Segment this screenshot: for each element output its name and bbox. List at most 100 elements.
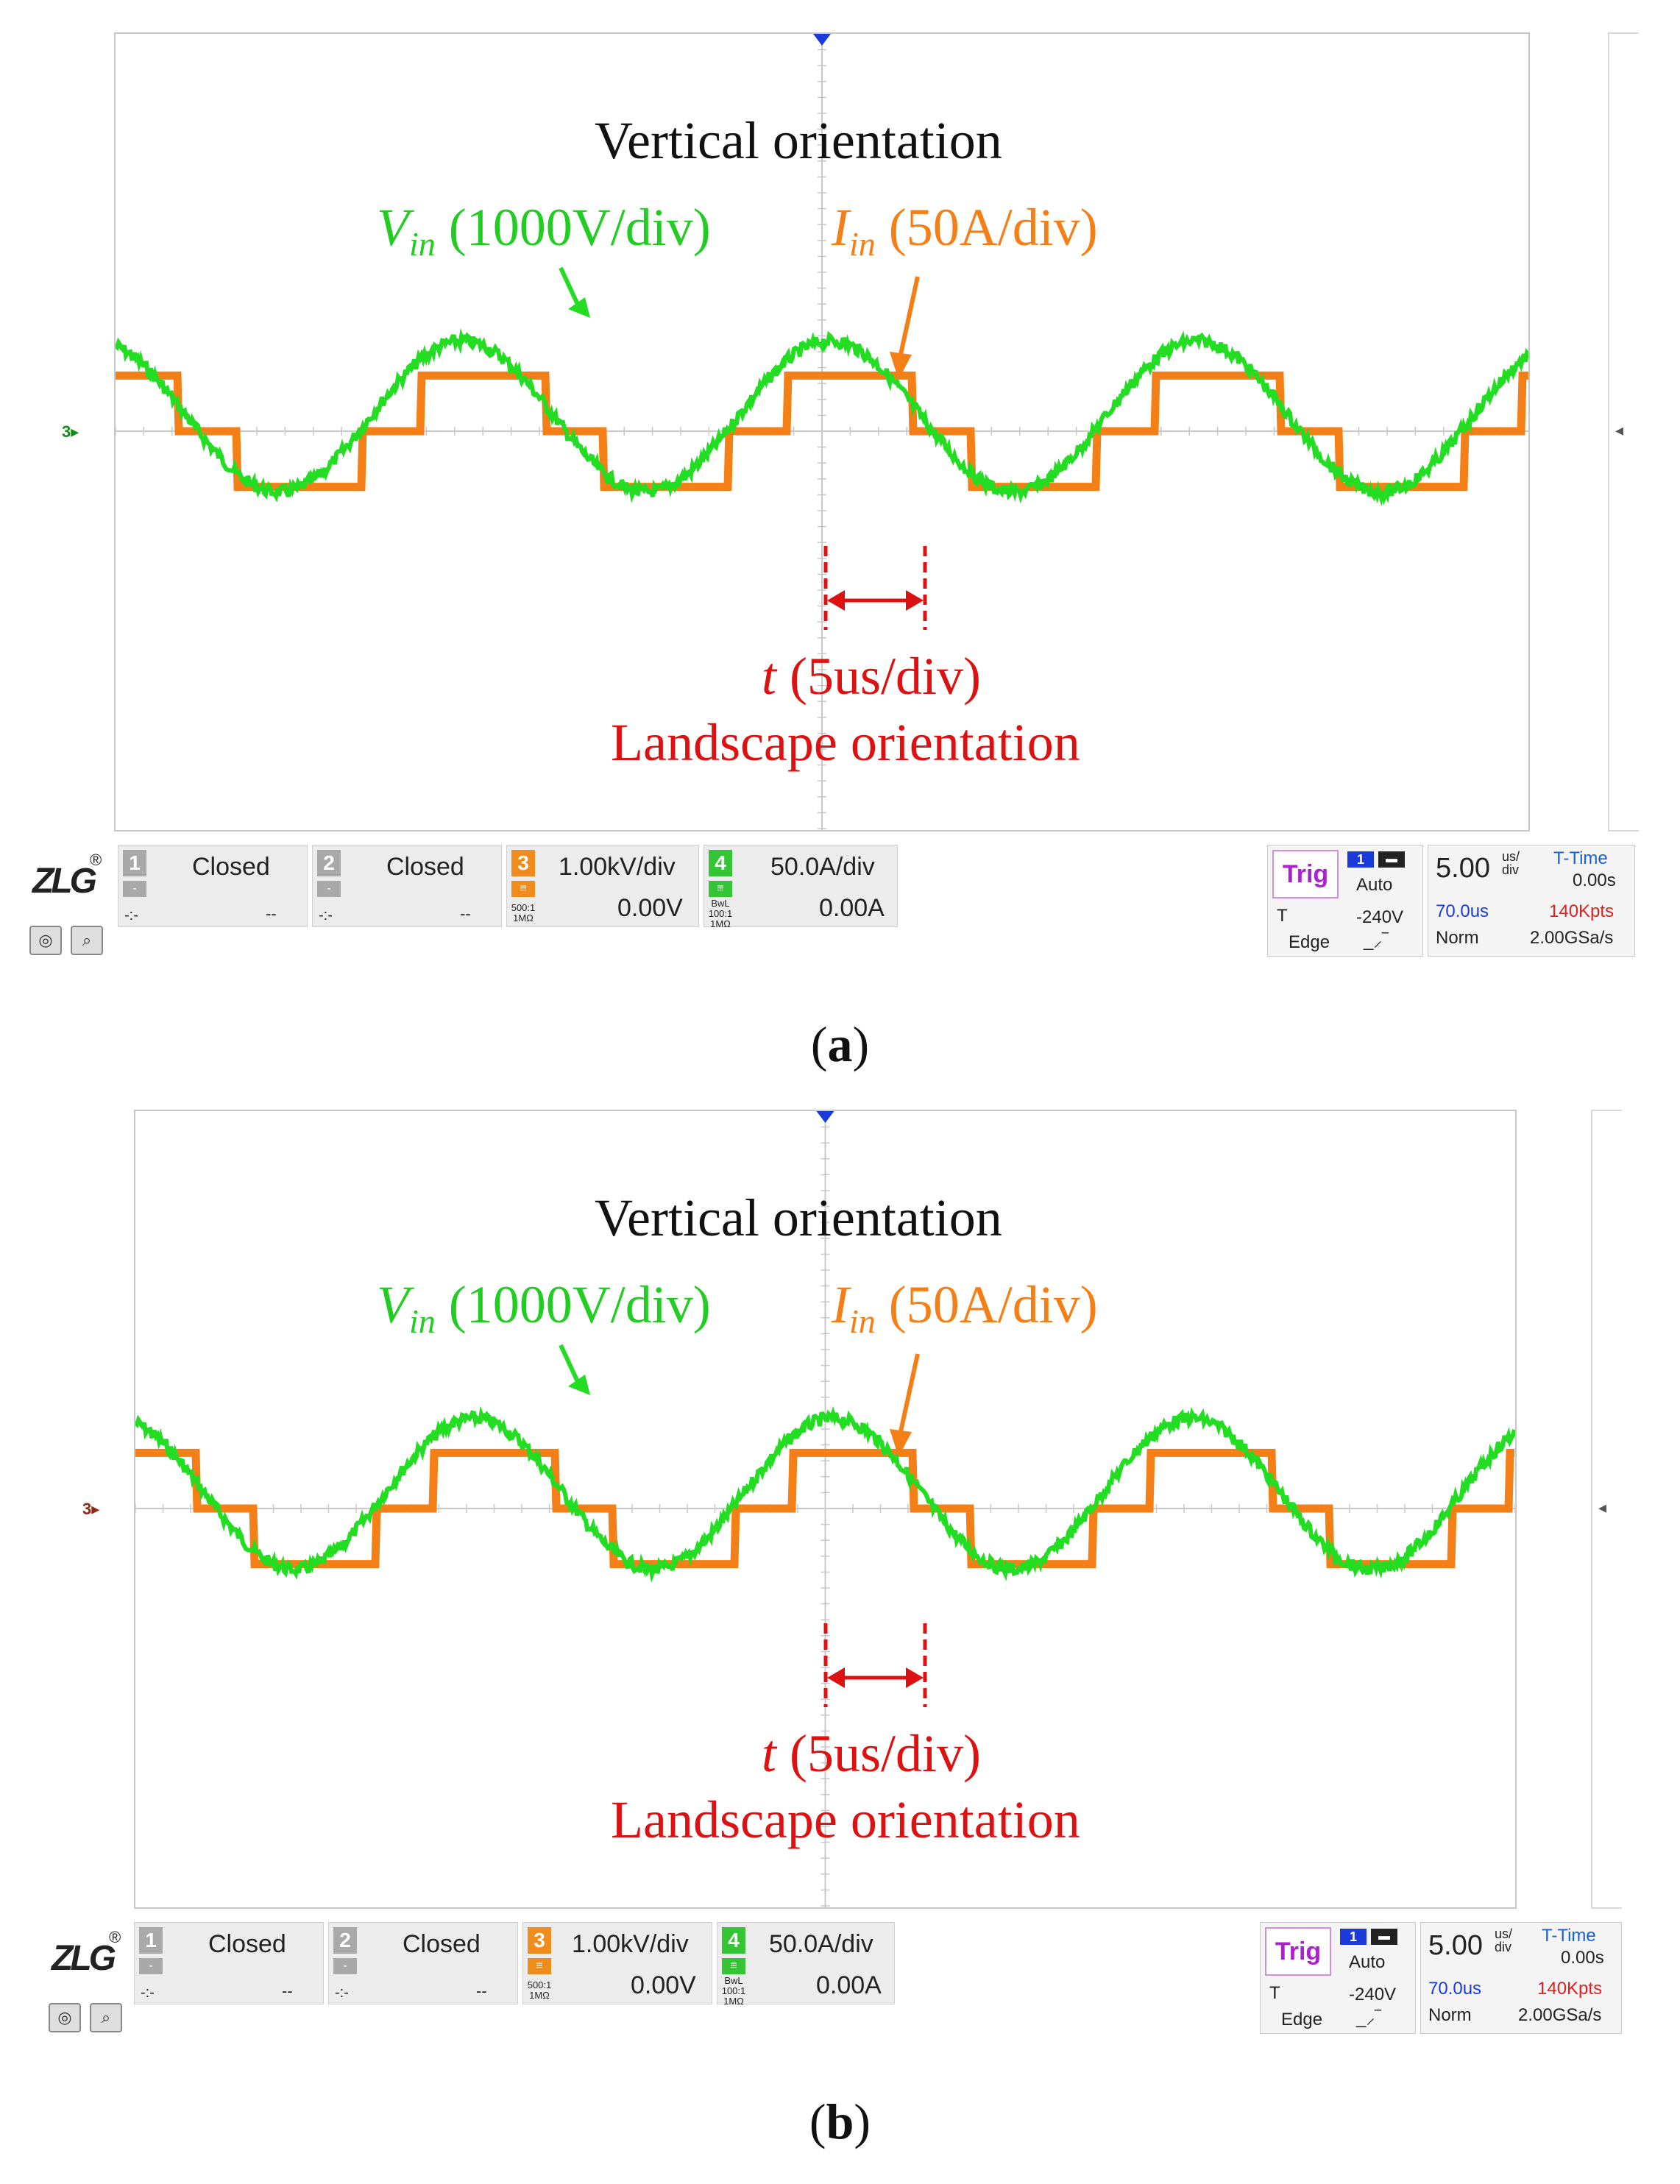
iin-arrow [898, 1353, 920, 1436]
channel-4-offset: 0.00A [819, 894, 885, 922]
current-trace [135, 1448, 1514, 1569]
voltage-trace [116, 328, 1528, 507]
time-arrow-right-head [906, 1667, 924, 1688]
channel-2-minus: - [333, 1958, 357, 1974]
channel-4-scale: 50.0A/div [770, 853, 875, 881]
cursor-tool-icon[interactable]: ⌕ [90, 2003, 122, 2032]
scope-screen[interactable] [134, 1110, 1517, 1909]
trigger-coupling-icon: ▬ [1378, 851, 1405, 868]
vin-label: Vin (1000V/div) [377, 1275, 711, 1340]
vin-label: Vin (1000V/div) [377, 198, 711, 263]
iin-label: Iin (50A/div) [832, 1275, 1098, 1340]
cursor-tool-icon[interactable]: ⌕ [71, 926, 103, 955]
trigger-position-icon [816, 1111, 834, 1123]
time-label: t (5us/div) [762, 647, 981, 706]
channel-3-offset: 0.00V [617, 894, 683, 922]
channel-2-panel[interactable]: 2 - Closed -- -:- [328, 1922, 518, 2004]
sample-rate: 2.00GSa/s [1530, 928, 1614, 948]
iin-arrow-head [890, 352, 912, 380]
channel-3-badge: 3 [511, 850, 535, 876]
channel-1-extra: -:- [141, 1985, 155, 2001]
channel-2-state: Closed [386, 853, 464, 881]
vin-arrow [559, 266, 581, 309]
ttime-label: T-Time [1553, 848, 1608, 868]
channel-4-offset: 0.00A [816, 1971, 882, 1999]
iin-label: Iin (50A/div) [832, 198, 1098, 263]
side-panel [1591, 1110, 1622, 1909]
channel-3-scale: 1.00kV/div [559, 853, 676, 881]
channel-1-state: Closed [192, 853, 270, 881]
channel-2-panel[interactable]: 2 - Closed -- -:- [312, 845, 502, 927]
acq-mode: Norm [1436, 928, 1479, 948]
vin-arrow [559, 1344, 581, 1386]
channel-1-minus: - [139, 1958, 163, 1974]
channel-2-badge: 2 [333, 1927, 357, 1954]
current-trace [116, 371, 1528, 492]
channel-2-extra: -:- [319, 907, 333, 923]
channel-4-badge: 4 [722, 1927, 745, 1954]
trigger-panel[interactable]: Trig 1 ▬ Auto T -240V Edge _⸝‾ [1267, 845, 1423, 957]
timebase-value: 5.00 [1428, 1930, 1483, 1961]
channel-4-badge: 4 [709, 850, 732, 876]
ttime-value: 0.00s [1573, 871, 1616, 890]
time-arrow-left-head [827, 590, 845, 611]
timebase-panel[interactable]: 5.00 us/div T-Time 0.00s 70.0us 140Kpts … [1420, 1922, 1622, 2034]
side-arrow-icon[interactable]: ◂ [1615, 421, 1624, 439]
time-arrow-left-head [827, 1667, 845, 1688]
trigger-source-badge: 1 [1340, 1929, 1367, 1945]
channel-2-badge: 2 [317, 850, 341, 876]
delay-value: 70.0us [1436, 901, 1489, 921]
memory-depth: 140Kpts [1537, 1979, 1603, 1999]
side-panel [1608, 32, 1639, 832]
channel-1-value: -- [282, 1982, 293, 2000]
channel-marker[interactable]: 3▸ [62, 422, 79, 441]
trigger-panel[interactable]: Trig 1 ▬ Auto T -240V Edge _⸝‾ [1260, 1922, 1416, 2034]
timebase-unit: us/div [1495, 1926, 1513, 1954]
trigger-level: -240V [1356, 907, 1404, 927]
timebase-panel[interactable]: 5.00 us/div T-Time 0.00s 70.0us 140Kpts … [1428, 845, 1635, 957]
trigger-mode: Auto [1356, 875, 1393, 895]
iin-arrow-head [890, 1429, 912, 1457]
zoom-icon[interactable]: ◎ [49, 2003, 81, 2032]
trigger-type: T [1269, 1983, 1280, 2003]
channel-3-scale: 1.00kV/div [572, 1930, 689, 1958]
channel-2-state: Closed [403, 1930, 481, 1958]
zoom-icon[interactable]: ◎ [29, 926, 62, 955]
channel-1-badge: 1 [123, 850, 146, 876]
trigger-label: Trig [1272, 850, 1339, 898]
channel-4-coupling: ≡ [709, 881, 732, 897]
channel-4-scale: 50.0A/div [769, 1930, 873, 1958]
acq-mode: Norm [1428, 2005, 1472, 2025]
trigger-coupling-icon: ▬ [1371, 1929, 1397, 1945]
trigger-edge: Edge [1281, 2010, 1323, 2029]
channel-3-badge: 3 [528, 1927, 551, 1954]
channel-1-panel[interactable]: 1 - Closed -- -:- [118, 845, 308, 927]
channel-3-offset: 0.00V [631, 1971, 696, 1999]
side-arrow-icon[interactable]: ◂ [1598, 1498, 1607, 1517]
time-arrow-right-head [906, 590, 924, 611]
panel-a: ◂ 3▸ Vertical orientation Vin (1000V/div… [0, 0, 1680, 1074]
scope-screen[interactable] [114, 32, 1530, 832]
channel-3-coupling: ≡ [528, 1958, 551, 1974]
channel-1-panel[interactable]: 1 - Closed -- -:- [134, 1922, 324, 2004]
trigger-source-badge: 1 [1347, 851, 1374, 868]
timebase-value: 5.00 [1436, 853, 1490, 884]
channel-marker[interactable]: 3▸ [82, 1500, 100, 1518]
rising-edge-icon: _⸝‾ [1364, 931, 1389, 951]
channel-1-badge: 1 [139, 1927, 163, 1954]
caption-a: (a) [810, 1016, 870, 1072]
channel-2-value: -- [476, 1982, 487, 2000]
channel-3-coupling: ≡ [511, 881, 535, 897]
channel-2-extra: -:- [335, 1985, 349, 2001]
landscape-orientation-label: Landscape orientation [611, 1790, 1080, 1849]
trigger-label: Trig [1265, 1927, 1331, 1976]
channel-1-extra: -:- [124, 907, 138, 923]
registered-mark: ® [109, 1928, 121, 1946]
